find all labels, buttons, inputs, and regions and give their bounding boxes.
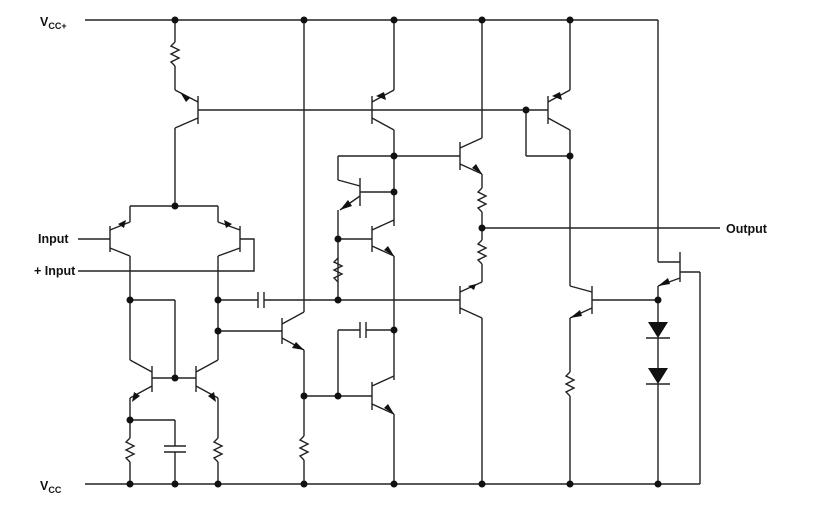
bias-transistor-upper xyxy=(337,178,394,211)
mirror-transistor-left xyxy=(129,359,153,402)
junction-dots xyxy=(126,16,662,488)
output-label: Output xyxy=(726,222,768,236)
lower-middle-transistor xyxy=(371,375,395,484)
emitter-resistor-left xyxy=(124,420,136,484)
bias-resistor-mid xyxy=(332,257,344,283)
protection-transistor xyxy=(569,285,658,319)
pnp-current-source xyxy=(174,89,199,206)
diode-lower xyxy=(646,368,670,385)
pnp-mirror-middle xyxy=(371,20,395,156)
output-npn-upper xyxy=(459,137,483,175)
protection-resistor xyxy=(564,371,576,484)
coupling-capacitor xyxy=(257,292,265,308)
gain-stage-transistor xyxy=(281,311,305,351)
noninverting-input-label: + Input xyxy=(34,264,76,278)
output-resistor-lower xyxy=(476,239,488,282)
gain-stage-resistor xyxy=(298,435,310,484)
inverting-input-label: Input xyxy=(38,232,69,246)
emitter-resistor-right xyxy=(212,430,224,484)
output-clamp-transistor xyxy=(657,252,700,287)
vcc-plus-label: VCC+ xyxy=(40,15,67,31)
diode-upper xyxy=(646,322,670,339)
vcc-minus-label: VCC xyxy=(40,479,62,495)
input-transistor-right xyxy=(78,206,255,300)
mirror-transistor-right xyxy=(195,359,219,402)
bias-transistor-lower xyxy=(338,219,395,257)
output-pnp-lower xyxy=(459,281,483,484)
bias-resistor-top xyxy=(169,20,181,90)
compensation-capacitor-mid xyxy=(359,322,367,338)
pnp-mirror-right xyxy=(547,20,571,286)
input-transistor-left xyxy=(78,206,131,300)
compensation-capacitor-bottom xyxy=(164,420,186,484)
